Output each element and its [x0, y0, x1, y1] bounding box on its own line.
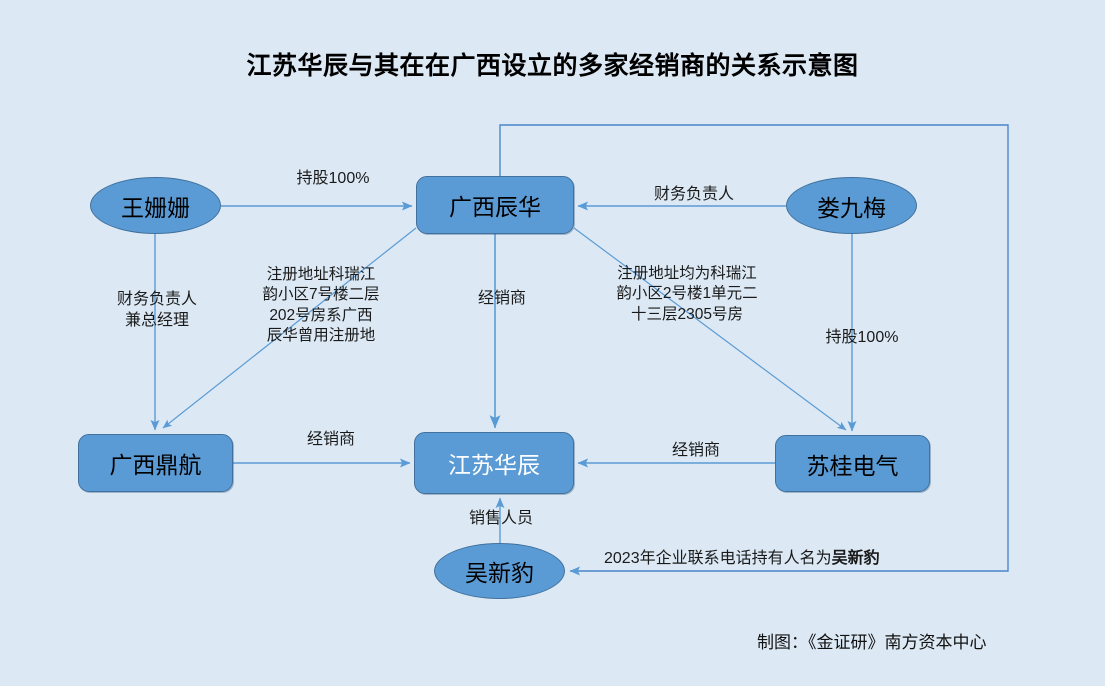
node-label: 吴新豹: [465, 560, 534, 586]
edge-label-gxch-jshc: 经销商: [477, 290, 526, 307]
node-wang-shanshan[interactable]: 王姗姗: [90, 177, 221, 234]
edge-label-lou-sgdq: 持股100%: [825, 329, 899, 346]
phone-holder-name: 吴新豹: [831, 550, 880, 567]
node-guangxi-dinghang[interactable]: 广西鼎航: [78, 434, 233, 492]
edge-label-wang-gxdh: 财务负责人 兼总经理: [116, 291, 197, 330]
edge-label-wang-gxch: 持股100%: [296, 170, 370, 187]
node-label: 苏桂电气: [806, 452, 899, 479]
edge-label-phone-holder: 2023年企业联系电话持有人名为吴新豹: [604, 548, 880, 569]
node-wu-xinbao[interactable]: 吴新豹: [434, 543, 565, 599]
credit-line: 制图：《金证研》南方资本中心: [757, 633, 987, 652]
edge-label-wuxb-jshc: 销售人员: [468, 510, 533, 527]
node-lou-jiumei[interactable]: 娄九梅: [786, 177, 917, 234]
page-title: 江苏华辰与其在在广西设立的多家经销商的关系示意图: [246, 52, 859, 80]
edge-label-sgdq-jshc: 经销商: [671, 442, 720, 459]
node-sugui-dianqi[interactable]: 苏桂电气: [775, 435, 930, 492]
edge-label-gxch-gxdh: 注册地址科瑞江 韵小区7号楼二层 202号房系广西 辰华曾用注册地: [262, 266, 380, 345]
node-label: 娄九梅: [817, 194, 886, 221]
node-label: 江苏华辰: [448, 452, 540, 478]
node-label: 广西鼎航: [109, 452, 202, 478]
node-label: 广西辰华: [449, 194, 541, 220]
edge-label-lou-gxch: 财务负责人: [653, 186, 734, 203]
edge-gxch-to-sgdq: [573, 227, 847, 431]
node-jiangsu-huachen[interactable]: 江苏华辰: [414, 432, 574, 494]
node-guangxi-chenhua[interactable]: 广西辰华: [416, 176, 574, 234]
edge-gxch-to-gxdh: [162, 227, 417, 429]
edge-gxch-routed-to-wuxb: [499, 124, 1009, 576]
node-label: 王姗姗: [121, 194, 190, 221]
edge-label-gxch-sgdq: 注册地址均为科瑞江 韵小区2号楼1单元二 十三层2305号房: [616, 265, 758, 323]
phone-holder-prefix: 2023年企业联系电话持有人名为: [604, 550, 832, 567]
edge-label-gxdh-jshc: 经销商: [306, 431, 355, 448]
